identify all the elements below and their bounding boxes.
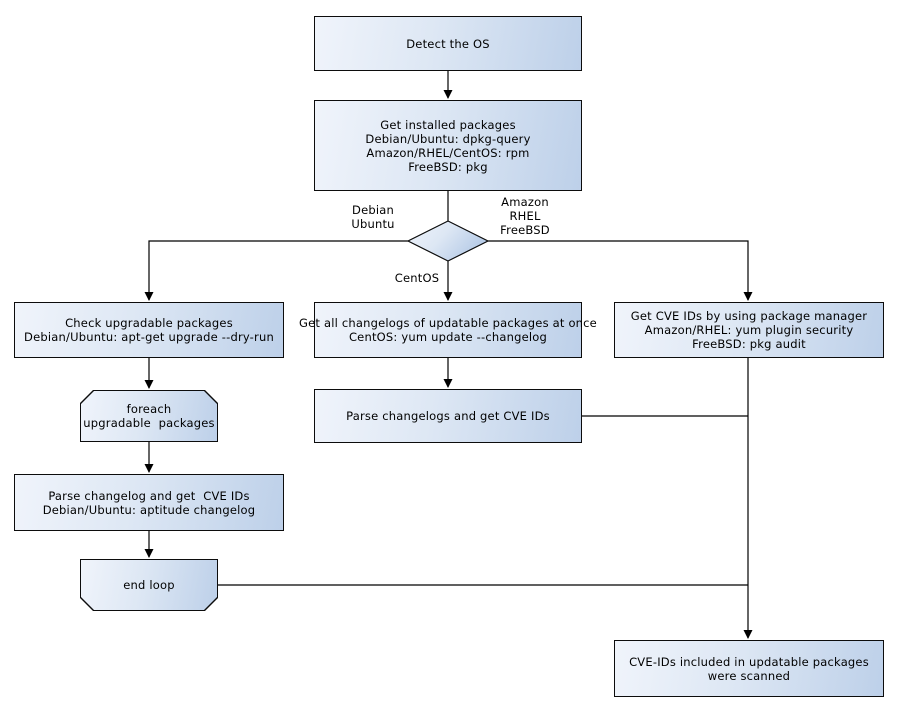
- edge-label-amazon-rhel-freebsd: Amazon RHEL FreeBSD: [500, 195, 550, 237]
- node-cve-ids-scanned: CVE-IDs included in updatable packages w…: [614, 640, 884, 697]
- node-check-upgradable-packages-label: Check upgradable packages Debian/Ubuntu:…: [24, 316, 274, 344]
- edge-label-debian-ubuntu: Debian Ubuntu: [351, 203, 395, 231]
- node-detect-os: Detect the OS: [314, 16, 582, 71]
- node-cve-ids-scanned-label: CVE-IDs included in updatable packages w…: [629, 654, 869, 683]
- node-get-all-changelogs: Get all changelogs of updatable packages…: [299, 302, 597, 358]
- node-parse-changelog-label: Parse changelog and get CVE IDs Debian/U…: [42, 488, 256, 517]
- edge-decision-to-check-upgradable: [144, 240, 408, 301]
- node-detect-os-label: Detect the OS: [406, 36, 490, 51]
- node-parse-changelogs: Parse changelogs and get CVE IDs: [314, 389, 582, 443]
- node-end-loop: end loop: [80, 559, 218, 611]
- node-parse-changelogs-label: Parse changelogs and get CVE IDs: [346, 409, 550, 423]
- node-get-installed-packages-label: Get installed packages Debian/Ubuntu: dp…: [365, 117, 531, 174]
- os-decision-diamond: [406, 220, 490, 262]
- node-get-cve-ids-package-manager: Get CVE IDs by using package manager Ama…: [614, 302, 884, 358]
- edge-decision-to-get-cve: [488, 240, 753, 301]
- node-end-loop-fill: end loop: [81, 560, 217, 610]
- node-parse-changelog: Parse changelog and get CVE IDs Debian/U…: [14, 474, 284, 531]
- node-get-cve-ids-package-manager-label: Get CVE IDs by using package manager Ama…: [630, 309, 868, 351]
- edge-label-centos: CentOS: [394, 271, 440, 285]
- node-get-all-changelogs-label: Get all changelogs of updatable packages…: [299, 316, 597, 344]
- node-end-loop-label: end loop: [123, 578, 175, 592]
- node-foreach-loop-start-label: foreach upgradable packages: [83, 402, 215, 430]
- node-get-installed-packages: Get installed packages Debian/Ubuntu: dp…: [314, 100, 582, 191]
- node-foreach-loop-start-fill: foreach upgradable packages: [81, 391, 217, 441]
- node-check-upgradable-packages: Check upgradable packages Debian/Ubuntu:…: [14, 302, 284, 358]
- node-foreach-loop-start: foreach upgradable packages: [80, 390, 218, 442]
